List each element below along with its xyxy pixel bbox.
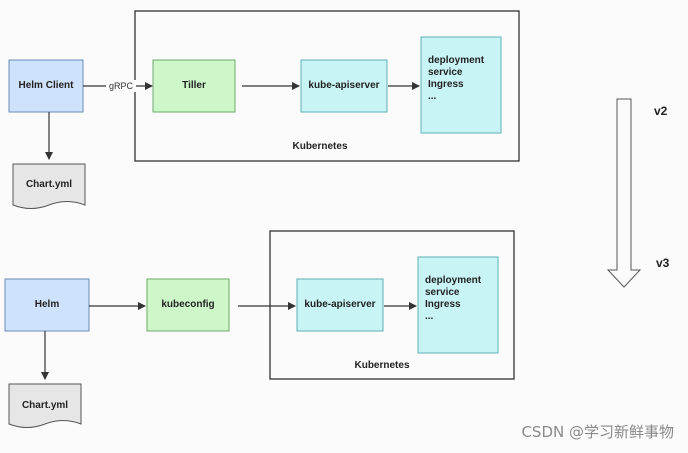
resources-box-v2 xyxy=(420,36,502,134)
helm-client-label: Helm Client xyxy=(18,80,74,91)
kubeconfig-box xyxy=(146,278,230,332)
chart-label-v2: Chart.yml xyxy=(25,179,73,190)
kubernetes-label-v3: Kubernetes xyxy=(354,360,410,371)
helm-label: Helm xyxy=(34,299,60,310)
version-v2-label: v2 xyxy=(654,104,668,118)
kube-apiserver-box-v2 xyxy=(300,59,388,113)
chart-document-v3 xyxy=(8,383,82,428)
version-v3-label: v3 xyxy=(656,256,670,270)
grpc-label: gRPC xyxy=(109,81,134,91)
kubeconfig-label: kubeconfig xyxy=(161,299,215,310)
helm-client-box xyxy=(8,59,84,113)
resource-deployment-v3: deployment xyxy=(425,275,482,286)
resources-list-v2: deployment service Ingress ... xyxy=(428,55,484,103)
resource-ingress-v3: Ingress xyxy=(425,299,461,310)
resources-list-v3: deployment service Ingress ... xyxy=(425,275,481,323)
tiller-box xyxy=(152,59,236,113)
resource-ingress-v2: Ingress xyxy=(428,79,464,90)
version-down-arrow xyxy=(606,98,642,288)
resource-service-v2: service xyxy=(428,67,463,78)
csdn-watermark: CSDN @学习新鲜事物 xyxy=(521,423,674,441)
resource-service-v3: service xyxy=(425,287,460,298)
grpc-label-bg xyxy=(106,80,136,92)
chart-label-v3: Chart.yml xyxy=(21,400,69,411)
chart-document-v2 xyxy=(12,163,86,209)
resource-deployment-v2: deployment xyxy=(428,55,485,66)
kubernetes-cluster-v3 xyxy=(269,230,515,380)
kube-apiserver-label-v3: kube-apiserver xyxy=(304,299,376,310)
resource-ellipsis-v3: ... xyxy=(425,311,434,322)
kube-apiserver-label-v2: kube-apiserver xyxy=(308,80,380,91)
helm-box xyxy=(4,278,90,332)
resource-ellipsis-v2: ... xyxy=(428,91,437,102)
tiller-label: Tiller xyxy=(182,80,206,91)
kube-apiserver-box-v3 xyxy=(296,278,384,332)
kubernetes-label-v2: Kubernetes xyxy=(292,141,348,152)
resources-box-v3 xyxy=(417,256,499,354)
